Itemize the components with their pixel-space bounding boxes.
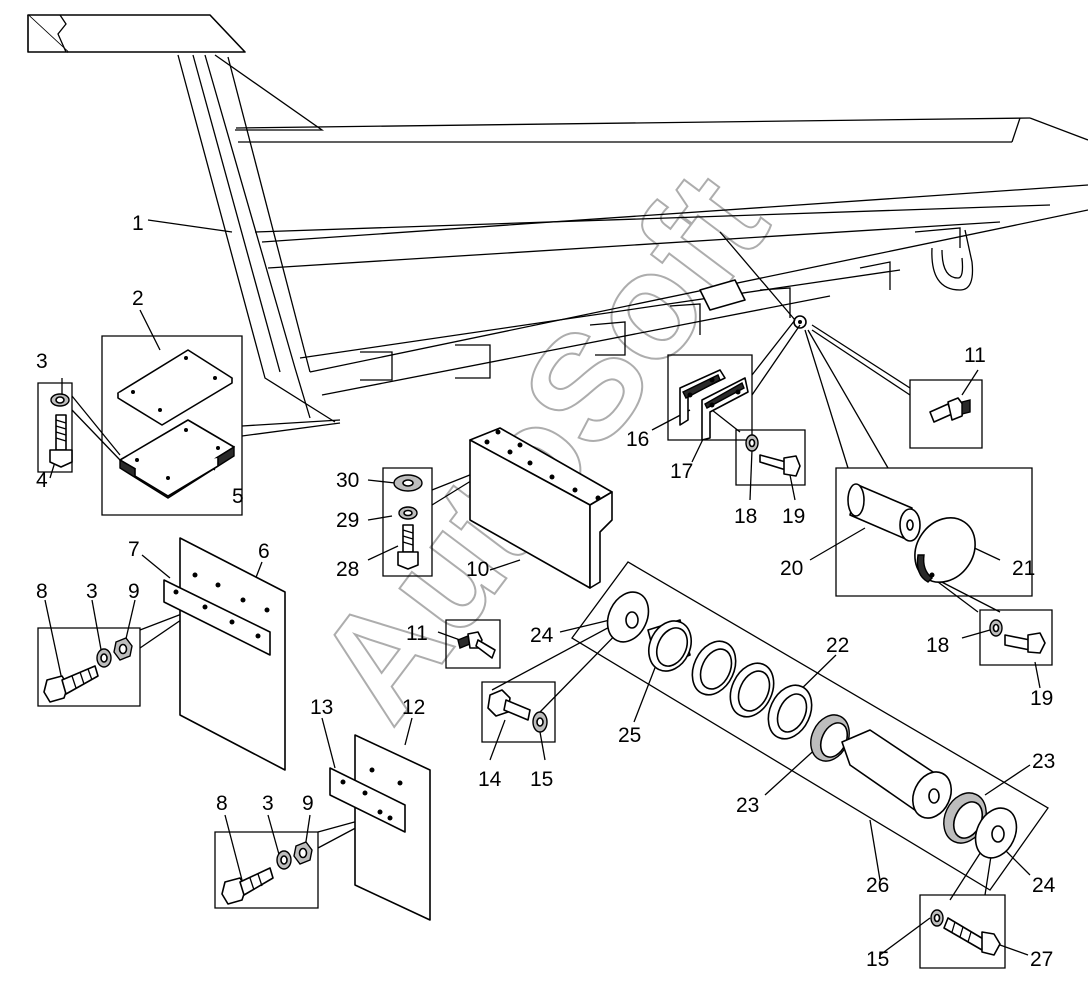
bolt-14 bbox=[487, 689, 531, 721]
label-16: 16 bbox=[626, 428, 649, 451]
grease-fitting-11-right bbox=[929, 397, 971, 423]
label-29: 29 bbox=[336, 509, 359, 532]
block-10 bbox=[469, 427, 613, 589]
label-18: 18 bbox=[926, 634, 949, 657]
washer-3-bottom bbox=[276, 850, 292, 870]
label-6: 6 bbox=[258, 540, 270, 563]
label-3: 3 bbox=[36, 350, 48, 373]
label-8: 8 bbox=[36, 580, 48, 603]
washer-3-left bbox=[96, 648, 112, 668]
bolt-27 bbox=[943, 917, 1001, 956]
label-24: 24 bbox=[1032, 874, 1056, 897]
label-25: 25 bbox=[618, 724, 641, 747]
label-27: 27 bbox=[1030, 948, 1053, 971]
bushing-23-left bbox=[810, 714, 850, 762]
label-9: 9 bbox=[128, 580, 140, 603]
label-11: 11 bbox=[964, 344, 986, 367]
bolt-4 bbox=[49, 414, 73, 468]
label-3: 3 bbox=[86, 580, 98, 603]
pin-20 bbox=[847, 483, 921, 542]
detail-boxes bbox=[37, 335, 1053, 969]
bushing-25 bbox=[647, 619, 692, 672]
bolt-28 bbox=[397, 524, 419, 570]
washer-15-right bbox=[930, 909, 944, 927]
ring-22 bbox=[767, 684, 813, 740]
label-11: 11 bbox=[406, 622, 428, 645]
grease-fitting-11-left bbox=[457, 631, 496, 659]
washer-15-left bbox=[532, 711, 548, 733]
bracket-16 bbox=[679, 369, 726, 426]
label-18: 18 bbox=[734, 505, 757, 528]
washer-29 bbox=[398, 506, 418, 520]
label-8: 8 bbox=[216, 792, 228, 815]
label-26: 26 bbox=[866, 874, 889, 897]
mud-flap-12 bbox=[354, 734, 431, 921]
label-4: 4 bbox=[36, 469, 48, 492]
label-12: 12 bbox=[402, 696, 425, 719]
ring-b bbox=[729, 662, 775, 718]
bracket-17 bbox=[701, 377, 749, 441]
label-21: 21 bbox=[1012, 557, 1035, 580]
label-17: 17 bbox=[670, 460, 693, 483]
nut-9-left bbox=[113, 637, 133, 661]
label-5: 5 bbox=[232, 485, 244, 508]
nut-9-bottom bbox=[293, 841, 313, 865]
label-3: 3 bbox=[262, 792, 274, 815]
washer-30 bbox=[393, 474, 423, 492]
bushing-23-right bbox=[943, 792, 987, 844]
label-20: 20 bbox=[780, 557, 803, 580]
washer-24-right bbox=[974, 807, 1018, 859]
plate-21 bbox=[914, 517, 976, 583]
mud-flap-6 bbox=[179, 537, 286, 771]
washer-18-right bbox=[989, 619, 1003, 637]
washer-3-top bbox=[50, 393, 70, 407]
washer-18-top bbox=[745, 434, 759, 452]
label-14: 14 bbox=[478, 768, 502, 791]
label-9: 9 bbox=[302, 792, 314, 815]
bolt-8-left bbox=[43, 665, 99, 703]
pad-plate-2 bbox=[117, 349, 233, 426]
label-19: 19 bbox=[782, 505, 805, 528]
sleeve-26 bbox=[841, 729, 953, 819]
bolt-19-top bbox=[759, 454, 801, 477]
label-23: 23 bbox=[736, 794, 759, 817]
strip-13 bbox=[329, 767, 406, 833]
label-28: 28 bbox=[336, 558, 359, 581]
label-13: 13 bbox=[310, 696, 333, 719]
strip-7 bbox=[163, 572, 271, 656]
callout-labels: 1 2 3 4 5 6 7 8 3 9 13 12 8 3 9 30 29 28… bbox=[36, 212, 1056, 971]
label-2: 2 bbox=[132, 287, 144, 310]
washer-24-left bbox=[606, 591, 650, 643]
label-15: 15 bbox=[866, 948, 889, 971]
label-7: 7 bbox=[128, 538, 140, 561]
pad-plate-5 bbox=[119, 419, 235, 499]
bolt-19-right bbox=[1004, 632, 1046, 654]
label-19: 19 bbox=[1030, 687, 1053, 710]
label-15: 15 bbox=[530, 768, 553, 791]
bolt-8-bottom bbox=[221, 867, 274, 905]
label-30: 30 bbox=[336, 469, 359, 492]
label-10: 10 bbox=[466, 558, 489, 581]
label-24: 24 bbox=[530, 624, 554, 647]
ring-a bbox=[691, 640, 737, 696]
label-22: 22 bbox=[826, 634, 849, 657]
label-23: 23 bbox=[1032, 750, 1055, 773]
dump-body bbox=[27, 14, 1088, 423]
label-1: 1 bbox=[132, 212, 144, 235]
